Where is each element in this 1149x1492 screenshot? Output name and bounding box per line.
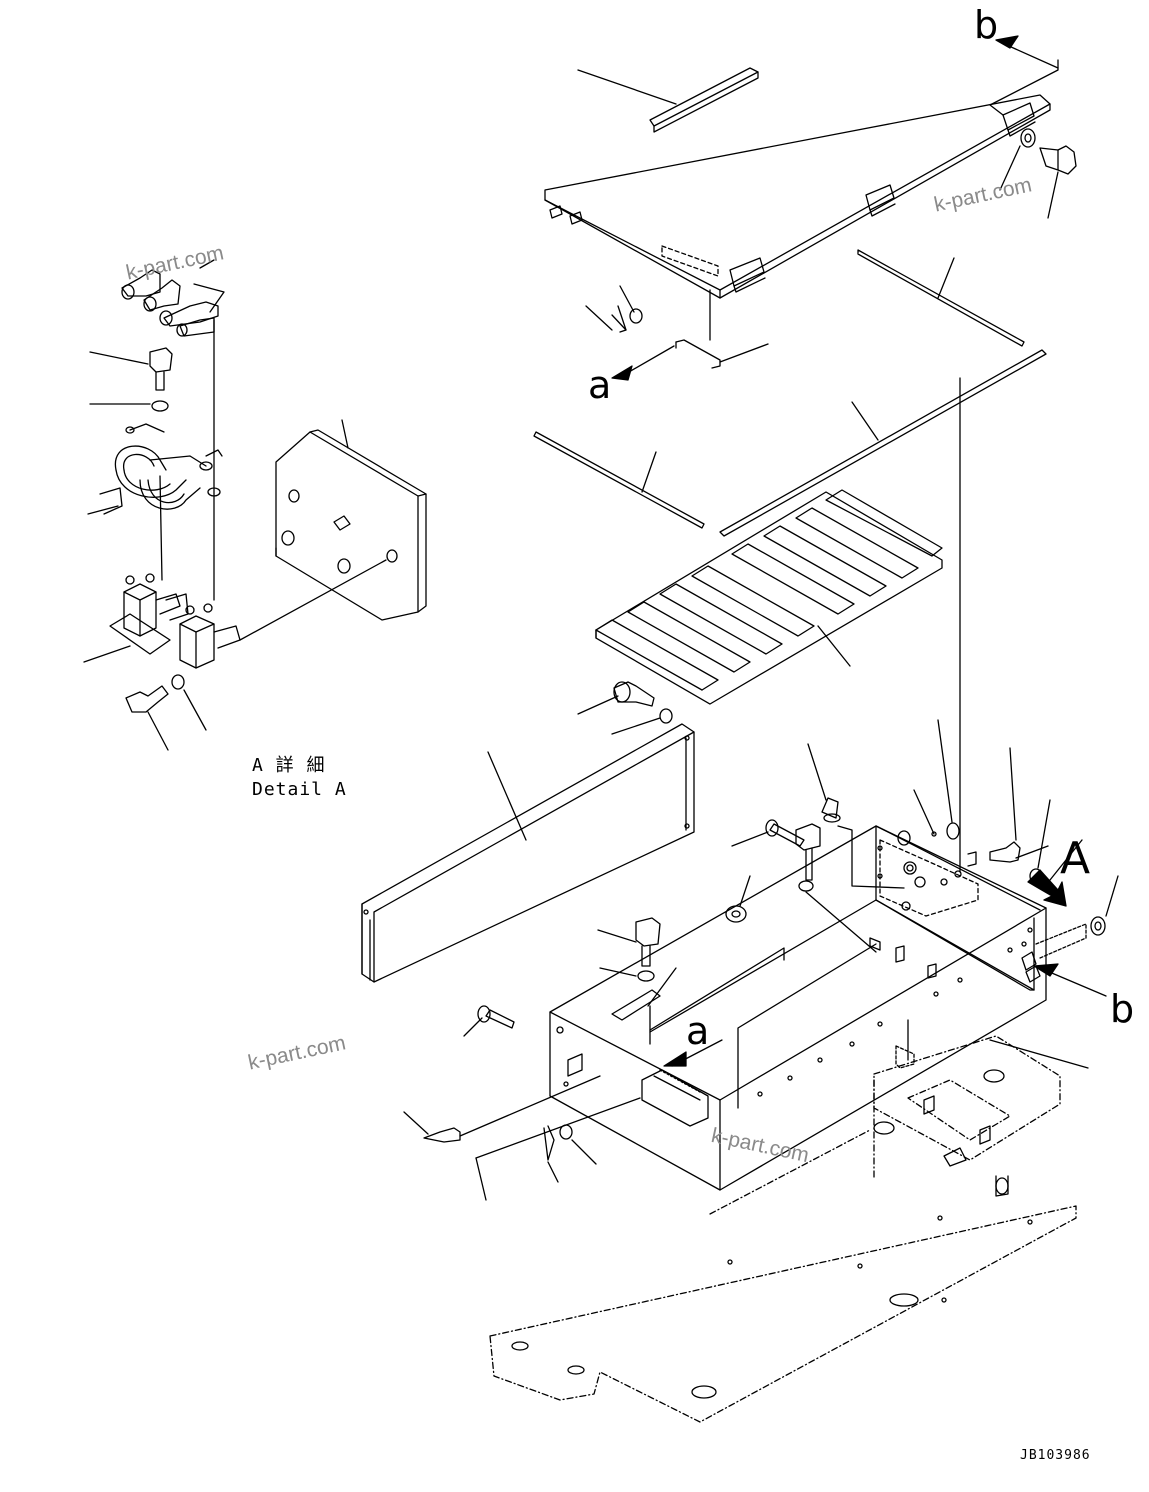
- callout-a-bottom: a: [686, 1009, 710, 1053]
- lower-clips: [543, 1124, 597, 1183]
- upper-right-fasteners: [837, 377, 1083, 889]
- detail-a-arrow: [1027, 869, 1067, 907]
- center-bolt: [795, 823, 877, 953]
- side-panel: [361, 723, 695, 983]
- right-washer-leader: [1105, 875, 1119, 917]
- latch-pin-washer: [585, 285, 643, 333]
- frame-holes: [511, 1019, 1033, 1399]
- detail-caption-en: Detail A: [252, 779, 347, 800]
- callout-a-top: a: [588, 363, 612, 407]
- leader-top-cover: [577, 69, 677, 105]
- detail-a-bottom-bolt: [125, 674, 207, 751]
- battery-box: [549, 825, 1089, 1191]
- bracket-a-bottom: [611, 947, 785, 1067]
- detail-a-bracket-plate: [275, 419, 427, 621]
- ribbed-mat: [595, 489, 943, 705]
- detail-a-terminals: [121, 259, 225, 601]
- drawing-code: JB103986: [1020, 1448, 1091, 1463]
- detail-caption: A 詳 細 Detail A: [252, 754, 347, 802]
- left-bolt-washer: [597, 917, 661, 982]
- detail-a-cables: [87, 423, 223, 581]
- seal-strips: [533, 249, 1047, 537]
- terminal-block: [879, 839, 979, 917]
- b-arrowhead-right: [1033, 963, 1059, 977]
- bracket-a-top: [611, 289, 769, 381]
- hinge-bolt-washer: [999, 128, 1077, 219]
- callout-A-main: A: [1060, 833, 1091, 884]
- lock-knob: [807, 743, 841, 823]
- detail-caption-jp: A 詳 細: [252, 755, 326, 776]
- right-washer-hole: [1094, 921, 1102, 931]
- reference-lines-b-top: [989, 35, 1059, 116]
- detail-a-relays: [83, 559, 387, 669]
- box-washer: [725, 875, 751, 923]
- base-frame: [489, 1035, 1077, 1423]
- callout-b-top: b: [974, 3, 999, 47]
- side-panel-bolt: [577, 681, 673, 735]
- long-pin: [731, 819, 805, 847]
- wing-bolt: [403, 1075, 641, 1201]
- detail-a-bolt: [89, 347, 173, 412]
- right-washer: [1090, 916, 1106, 936]
- top-cover: [544, 67, 1051, 299]
- callout-b-right: b: [1110, 987, 1135, 1031]
- bottom-left-pin: [463, 1005, 515, 1037]
